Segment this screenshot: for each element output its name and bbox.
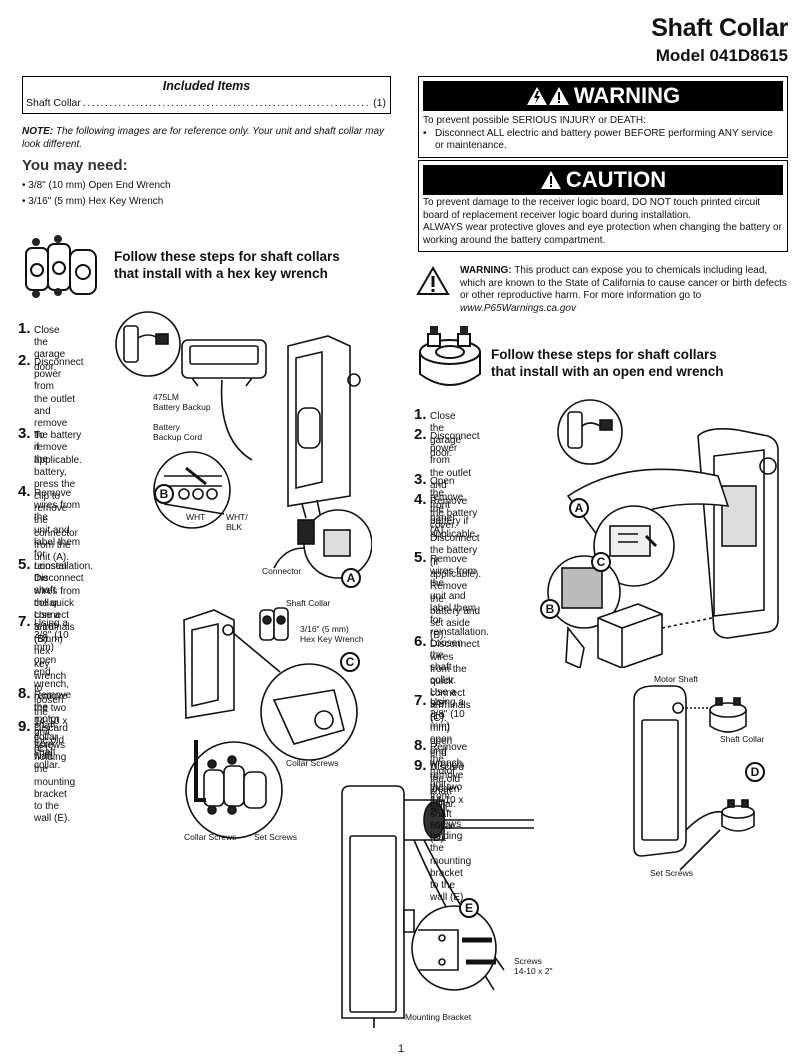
label-shaft-collar: Shaft Collar — [286, 598, 331, 608]
open-end-section-heading: Follow these steps for shaft collars tha… — [491, 347, 724, 379]
caution-triangle-icon — [540, 171, 561, 189]
caution-banner: CAUTION — [423, 165, 783, 195]
label-set-screws-open: Set Screws — [650, 868, 693, 878]
you-may-need-heading: You may need: — [22, 157, 128, 174]
p65-warning-icon — [416, 266, 450, 295]
label-motor-shaft: Motor Shaft — [654, 674, 698, 684]
hex-section-heading: Follow these steps for shaft collars tha… — [114, 249, 340, 281]
note-label: NOTE: — [22, 126, 54, 137]
included-item-row: Shaft Collar ...........................… — [26, 97, 386, 109]
page-title: Shaft Collar — [651, 14, 788, 42]
callout-c: C — [340, 652, 360, 672]
front-panel-illustration — [547, 399, 779, 668]
label-set-screws: Set Screws — [254, 832, 297, 842]
note: NOTE: The following images are for refer… — [22, 125, 392, 151]
label-collar-screws-2: Collar Screws — [184, 832, 237, 842]
warning-banner: WARNING — [423, 81, 783, 111]
need-item: • 3/8" (10 mm) Open End Wrench — [22, 180, 171, 191]
page-number: 1 — [398, 1043, 405, 1055]
motor-shaft-illustration — [633, 685, 755, 871]
label-hex-wrench: 3/16" (5 mm) Hex Key Wrench — [300, 624, 364, 644]
label-backup-cord: Battery Backup Cord — [153, 422, 203, 442]
label-wht: WHT — [186, 512, 206, 522]
callout-a-open: A — [569, 498, 589, 518]
mounting-bracket-illustration — [341, 785, 534, 1028]
label-connector: Connector — [262, 566, 302, 576]
warning-triangle-icon — [526, 87, 569, 105]
caution-text: To prevent damage to the receiver logic … — [423, 197, 782, 246]
hex-shaft-collar-icon — [25, 235, 97, 298]
label-collar-screws-1: Collar Screws — [286, 758, 339, 768]
label-battery-backup: 475LM Battery Backup — [153, 392, 211, 412]
battery-wiring-illustration — [115, 311, 372, 579]
model-number: Model 041D8615 — [655, 46, 788, 65]
shaft-collar-removal-illustration — [183, 607, 358, 839]
callout-c-open: C — [591, 552, 611, 572]
included-items-title: Included Items — [162, 79, 251, 93]
label-wht-blk: WHT/ BLK — [226, 512, 248, 532]
warning-text: To prevent possible SERIOUS INJURY or DE… — [423, 115, 773, 151]
label-screws: Screws 14-10 x 2" — [514, 956, 553, 976]
callout-b: B — [154, 484, 174, 504]
included-items-box: Included Items Shaft Collar ............… — [22, 76, 391, 114]
included-item-qty: (1) — [373, 97, 386, 109]
p65-link[interactable]: www.P65Warnings.ca.gov — [460, 302, 576, 314]
p65-warning: WARNING: This product can expose you to … — [460, 265, 787, 314]
caution-box: CAUTION To prevent damage to the receive… — [418, 160, 788, 252]
label-shaft-collar-open: Shaft Collar — [720, 734, 765, 744]
callout-e: E — [459, 898, 479, 918]
included-item-name: Shaft Collar — [26, 97, 81, 109]
label-mounting-bracket: Mounting Bracket — [405, 1012, 472, 1022]
callout-d: D — [745, 762, 765, 782]
warning-box: WARNING To prevent possible SERIOUS INJU… — [418, 76, 788, 158]
note-text: The following images are for reference o… — [22, 126, 385, 150]
callout-b-open: B — [540, 599, 560, 619]
need-item: • 3/16" (5 mm) Hex Key Wrench — [22, 196, 164, 207]
leader-dots: ........................................… — [82, 97, 372, 109]
open-end-shaft-collar-icon — [419, 326, 481, 386]
callout-a: A — [341, 568, 361, 588]
